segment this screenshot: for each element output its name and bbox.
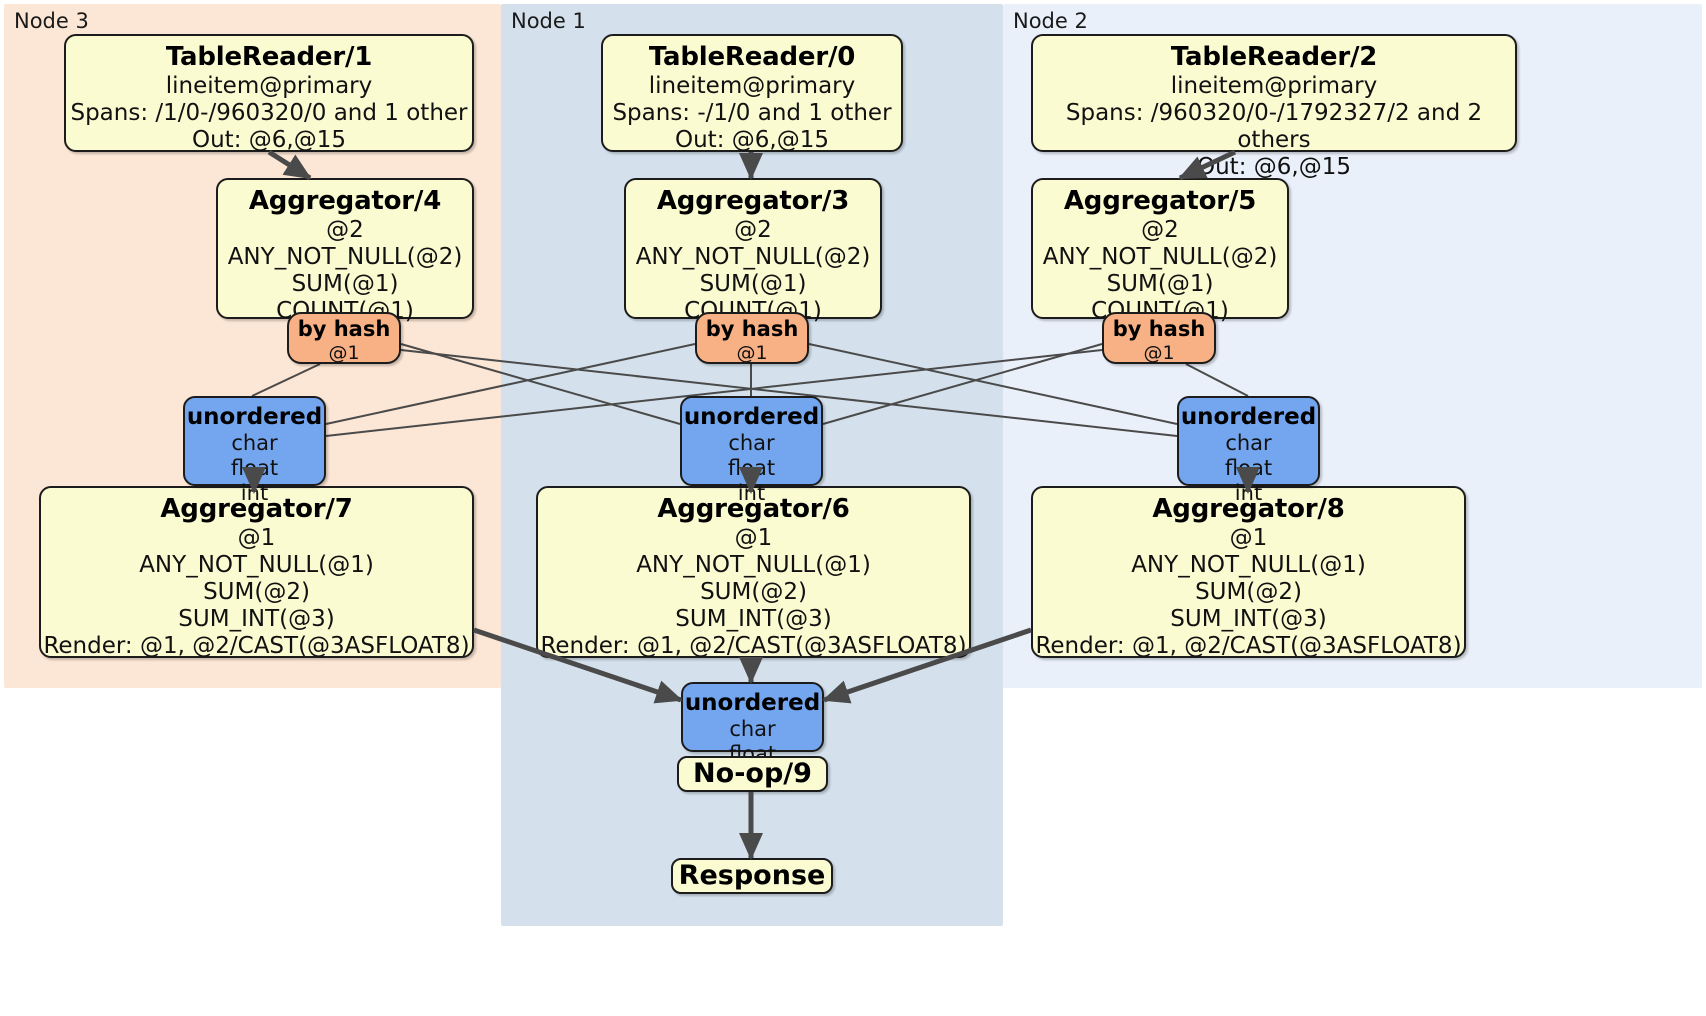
processor-title: Aggregator/6 bbox=[657, 494, 850, 524]
processor-detail-line: SUM(@2) bbox=[203, 578, 310, 605]
router-detail-line: @1 bbox=[736, 341, 768, 364]
processor-detail-line: @2 bbox=[734, 216, 772, 243]
processor-detail-line: Out: @6,@15 bbox=[675, 126, 829, 153]
processor-detail-line: Render: @1, @2/CAST(@3ASFLOAT8) bbox=[1035, 633, 1462, 660]
processor-detail-line: SUM_INT(@3) bbox=[1170, 606, 1327, 633]
terminal-response[interactable]: Response bbox=[671, 858, 833, 894]
processor-detail-line: ANY_NOT_NULL(@2) bbox=[1042, 243, 1278, 270]
processor-detail-line: lineitem@primary bbox=[165, 72, 373, 99]
processor-detail-line: Spans: -/1/0 and 1 other bbox=[612, 99, 892, 126]
processor-detail-line: @1 bbox=[237, 524, 276, 551]
processor-title: Aggregator/3 bbox=[656, 186, 850, 216]
processor-detail-line: @1 bbox=[1229, 524, 1268, 551]
synchronizer-detail-line: char bbox=[1225, 431, 1272, 456]
processor-detail-line: SUM_INT(@3) bbox=[178, 606, 335, 633]
processor-detail-line: SUM(@2) bbox=[700, 578, 807, 605]
terminal-title: Response bbox=[678, 860, 826, 892]
router-title: by hash bbox=[705, 317, 799, 341]
processor-title: Aggregator/4 bbox=[248, 186, 442, 216]
processor-detail-line: Spans: /960320/0-/1792327/2 and 2 others bbox=[1065, 99, 1483, 153]
synchronizer-detail-line: int bbox=[1234, 480, 1263, 505]
processor-detail-line: Render: @1, @2/CAST(@3ASFLOAT8) bbox=[43, 633, 470, 660]
synchronizer-detail-line: float bbox=[1224, 455, 1273, 480]
node-label-node3: Node 3 bbox=[14, 9, 89, 33]
processor-detail-line: SUM(@1) bbox=[291, 270, 399, 297]
processor-detail-line: SUM(@1) bbox=[1106, 270, 1214, 297]
synchronizer-title: unordered bbox=[186, 404, 323, 430]
router-title: by hash bbox=[1112, 317, 1206, 341]
processor-detail-line: ANY_NOT_NULL(@1) bbox=[636, 551, 871, 578]
processor-detail-line: @2 bbox=[326, 216, 364, 243]
processor-detail-line: ANY_NOT_NULL(@2) bbox=[227, 243, 463, 270]
processor-detail-line: @1 bbox=[734, 524, 773, 551]
synchronizer-detail-line: float bbox=[230, 455, 279, 480]
processor-detail-line: SUM(@2) bbox=[1195, 578, 1302, 605]
router-byhash3[interactable]: by hash@1 bbox=[695, 312, 809, 364]
processor-detail-line: Out: @6,@15 bbox=[192, 126, 346, 153]
processor-detail-line: SUM_INT(@3) bbox=[675, 606, 832, 633]
processor-title: Aggregator/5 bbox=[1063, 186, 1257, 216]
terminal-noop9[interactable]: No-op/9 bbox=[677, 756, 828, 792]
processor-title: Aggregator/8 bbox=[1152, 494, 1345, 524]
processor-detail-line: @2 bbox=[1141, 216, 1179, 243]
processor-detail-line: ANY_NOT_NULL(@2) bbox=[635, 243, 871, 270]
processor-title: TableReader/0 bbox=[648, 42, 856, 72]
synchronizer-title: unordered bbox=[1180, 404, 1317, 430]
processor-detail-line: SUM(@1) bbox=[699, 270, 807, 297]
processor-detail-line: ANY_NOT_NULL(@1) bbox=[139, 551, 374, 578]
node-label-node2: Node 2 bbox=[1013, 9, 1088, 33]
router-byhash5[interactable]: by hash@1 bbox=[1102, 312, 1216, 364]
node-label-node1: Node 1 bbox=[511, 9, 586, 33]
processor-title: TableReader/2 bbox=[1170, 42, 1378, 72]
synchronizer-detail-line: char bbox=[231, 431, 278, 456]
processor-title: Aggregator/7 bbox=[160, 494, 353, 524]
processor-detail-line: Spans: /1/0-/960320/0 and 1 other bbox=[70, 99, 468, 126]
processor-detail-line: lineitem@primary bbox=[1170, 72, 1378, 99]
router-title: by hash bbox=[297, 317, 391, 341]
synchronizer-detail-line: float bbox=[727, 455, 776, 480]
processor-detail-line: Render: @1, @2/CAST(@3ASFLOAT8) bbox=[540, 633, 967, 660]
processor-aggregator3[interactable]: Aggregator/3@2ANY_NOT_NULL(@2)SUM(@1)COU… bbox=[624, 178, 882, 324]
synchronizer-detail-line: int bbox=[240, 480, 269, 505]
synchronizer-detail-line: char bbox=[728, 431, 775, 456]
processor-aggregator5[interactable]: Aggregator/5@2ANY_NOT_NULL(@2)SUM(@1)COU… bbox=[1031, 178, 1289, 324]
synchronizer-detail-line: int bbox=[737, 480, 766, 505]
processor-detail-line: ANY_NOT_NULL(@1) bbox=[1131, 551, 1366, 578]
router-detail-line: @1 bbox=[328, 341, 360, 364]
processor-aggregator4[interactable]: Aggregator/4@2ANY_NOT_NULL(@2)SUM(@1)COU… bbox=[216, 178, 474, 324]
synchronizer-title: unordered bbox=[684, 690, 821, 716]
synchronizer-detail-line: char bbox=[729, 717, 776, 742]
terminal-title: No-op/9 bbox=[693, 758, 812, 790]
router-detail-line: @1 bbox=[1143, 341, 1175, 364]
synchronizer-title: unordered bbox=[683, 404, 820, 430]
router-byhash4[interactable]: by hash@1 bbox=[287, 312, 401, 364]
processor-title: TableReader/1 bbox=[165, 42, 373, 72]
processor-detail-line: lineitem@primary bbox=[648, 72, 856, 99]
